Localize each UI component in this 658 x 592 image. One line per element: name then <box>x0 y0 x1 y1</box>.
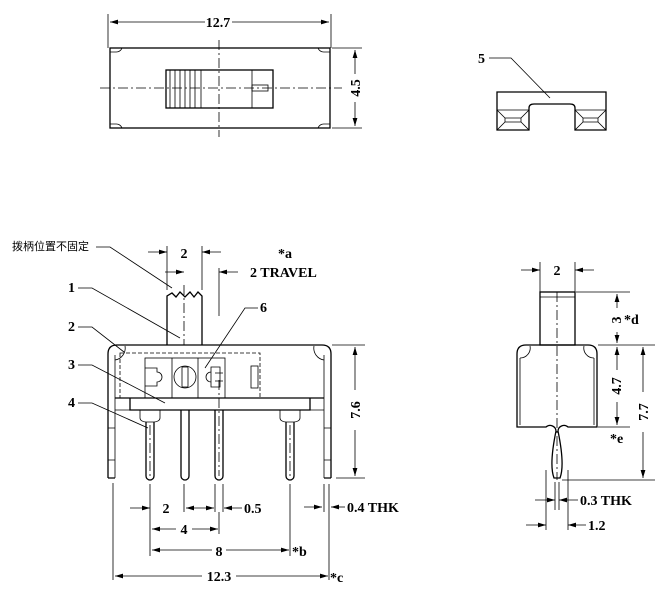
thickness-dim: 0.4 THK <box>347 501 399 516</box>
note-handle-position: 拨柄位置不固定 <box>12 239 89 253</box>
actuator <box>166 291 203 345</box>
actuator-top <box>165 69 274 109</box>
top-height-dim: 4.5 <box>349 79 364 97</box>
side-actuator-width-dim: 2 <box>554 264 561 279</box>
label-4: 4 <box>68 396 75 411</box>
front-view: 拨柄位置不固定 1 2 3 4 6 2 *a 2 TRAVEL <box>12 239 399 586</box>
actuator-width-dim: 2 <box>181 247 188 262</box>
note-d: *d <box>624 313 639 328</box>
travel-dim: 2 TRAVEL <box>250 266 317 281</box>
pitch-4-dim: 4 <box>181 523 188 538</box>
note-b: *b <box>292 545 307 560</box>
label-6: 6 <box>260 301 267 316</box>
pitch-8-dim: 8 <box>216 545 223 560</box>
side-pin-width-dim: 1.2 <box>588 519 606 534</box>
label-2: 2 <box>68 320 75 335</box>
label-3: 3 <box>68 358 75 373</box>
pins <box>108 380 331 481</box>
actuator-height-dim: 3 <box>610 317 625 324</box>
label-1: 1 <box>68 281 75 296</box>
height-dim: 7.6 <box>349 401 364 419</box>
note-c: *c <box>330 571 343 586</box>
end-view: 5 <box>478 52 607 131</box>
total-height-dim: 7.7 <box>637 403 652 421</box>
note-e: *e <box>610 432 623 447</box>
side-thickness-dim: 0.3 THK <box>580 494 632 509</box>
pitch-2-dim: 2 <box>163 502 170 517</box>
top-view: 12.7 4.5 <box>100 14 364 137</box>
part-label-5: 5 <box>478 52 485 67</box>
pin-width-dim: 0.5 <box>244 502 262 517</box>
overall-width-dim: 12.3 <box>207 570 232 585</box>
side-view: 2 3 *d 4.7 *e 7.7 0.3 THK 1.2 <box>516 262 655 534</box>
note-a: *a <box>278 247 292 262</box>
top-width-dim: 12.7 <box>206 16 231 31</box>
body-height-dim: 4.7 <box>610 377 625 395</box>
